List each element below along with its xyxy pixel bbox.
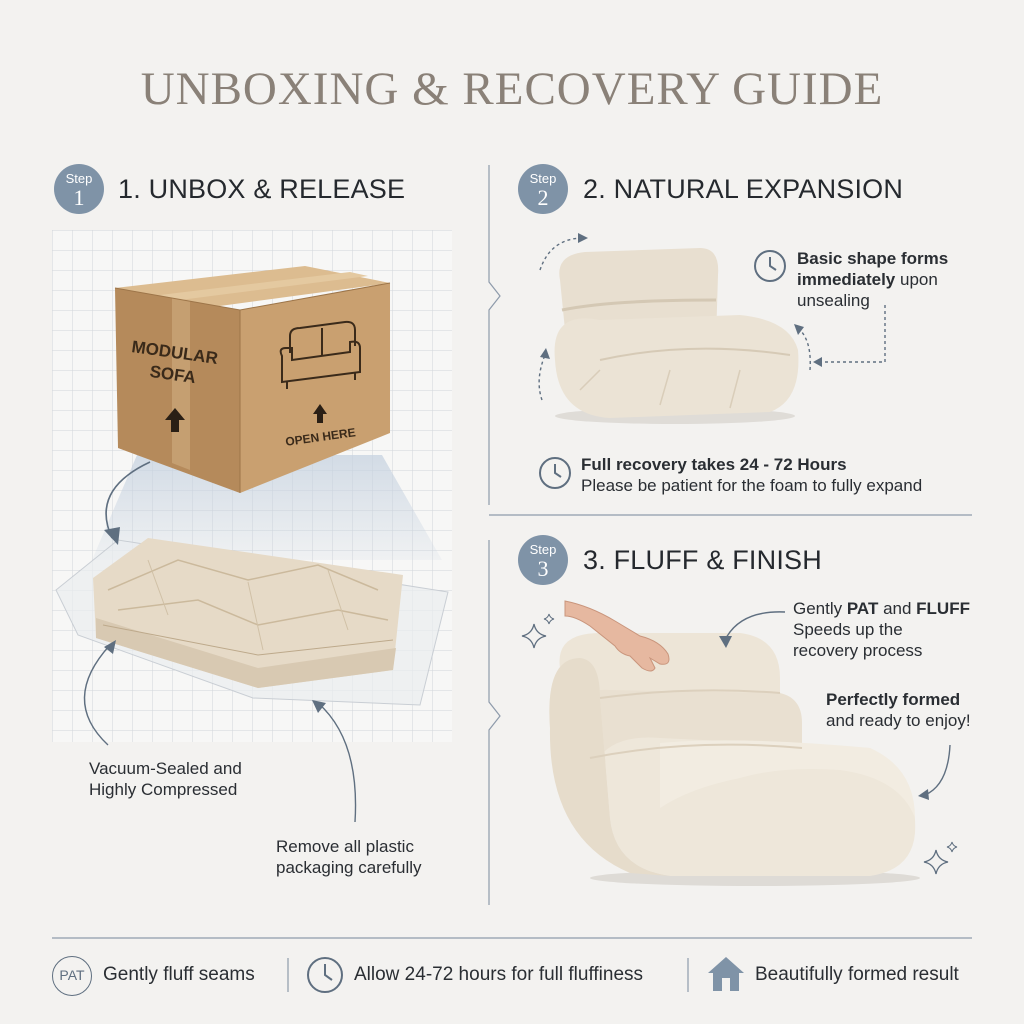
note-remove-plastic: Remove all plastic packaging carefully [276, 836, 422, 878]
note-shape-bold1: Basic shape forms [797, 249, 949, 268]
note-remove-line2: packaging carefully [276, 858, 422, 877]
note-shape-line3: unsealing [797, 291, 870, 310]
sofa-outline-icon [279, 320, 361, 389]
footer-item-fluff-seams: Gently fluff seams [103, 964, 255, 985]
clock-icon [539, 457, 571, 489]
note-pat-fluff: Gently PAT and FLUFF Speeds up the recov… [793, 598, 970, 661]
step-1-badge: Step 1 [54, 164, 104, 214]
step-1-badge-number: 1 [73, 185, 85, 210]
note-vacuum-line1: Vacuum-Sealed and [89, 759, 242, 778]
note-recovery-line2: Please be patient for the foam to fully … [581, 476, 923, 495]
box-open-arrow-icon [313, 404, 327, 423]
note-basic-shape: Basic shape forms immediately upon unsea… [797, 248, 948, 311]
note-formed-bold: Perfectly formed [826, 690, 961, 709]
note-pat-bold2: FLUFF [916, 599, 970, 618]
vacuum-sealed-package [55, 538, 449, 706]
step-2-heading: 2. NATURAL EXPANSION [583, 174, 904, 204]
note-vacuum-line2: Highly Compressed [89, 780, 238, 799]
step-3-badge-label: Step [529, 542, 557, 557]
note-pat-pre: Gently [793, 599, 847, 618]
note-shape-rest2: upon [895, 270, 938, 289]
note-pat-line3: recovery process [793, 641, 923, 660]
clock-icon [754, 250, 786, 282]
arrow-head-icon [104, 527, 120, 545]
page-title: UNBOXING & RECOVERY GUIDE [140, 63, 884, 115]
sparkle-icon [521, 613, 555, 649]
note-shape-bold2: immediately [797, 270, 896, 289]
step-3-heading: 3. FLUFF & FINISH [583, 545, 822, 575]
step-2-badge: Step 2 [518, 164, 568, 214]
step-2-badge-label: Step [529, 171, 557, 186]
note-perfectly-formed: Perfectly formed and ready to enjoy! [826, 689, 971, 731]
hand-icon [564, 600, 670, 672]
footer-item-formed-result: Beautifully formed result [755, 964, 959, 985]
expansion-arrows [538, 233, 886, 401]
note-vacuum-sealed: Vacuum-Sealed and Highly Compressed [89, 758, 242, 800]
note-pat-mid: and [878, 599, 917, 618]
step-3-badge-number: 3 [537, 556, 549, 581]
pat-icon: PAT [52, 956, 92, 996]
expanding-sofa-chair [554, 248, 799, 424]
clock-icon [307, 957, 343, 993]
step-2-badge-number: 2 [537, 185, 549, 210]
note-formed-line2: and ready to enjoy! [826, 711, 971, 730]
note-pat-line2: Speeds up the [793, 620, 903, 639]
footer-item-allow-hours: Allow 24-72 hours for full fluffiness [354, 964, 644, 985]
house-icon [708, 957, 744, 991]
step-3-arrows [719, 611, 951, 800]
note-recovery-bold: Full recovery takes 24 - 72 Hours [581, 455, 847, 474]
cardboard-box: MODULAR SOFA OPEN HERE [114, 266, 391, 493]
sparkle-icon [923, 841, 958, 875]
note-pat-bold1: PAT [846, 599, 879, 618]
step-1-badge-label: Step [65, 171, 93, 186]
step-1-heading: 1. UNBOX & RELEASE [118, 174, 406, 204]
box-up-arrow-icon [165, 408, 185, 432]
note-full-recovery: Full recovery takes 24 - 72 Hours Please… [581, 454, 922, 496]
step-3-badge: Step 3 [518, 535, 568, 585]
finished-sofa-chair [549, 633, 920, 886]
step-1-arrows [83, 461, 357, 823]
note-remove-line1: Remove all plastic [276, 837, 414, 856]
